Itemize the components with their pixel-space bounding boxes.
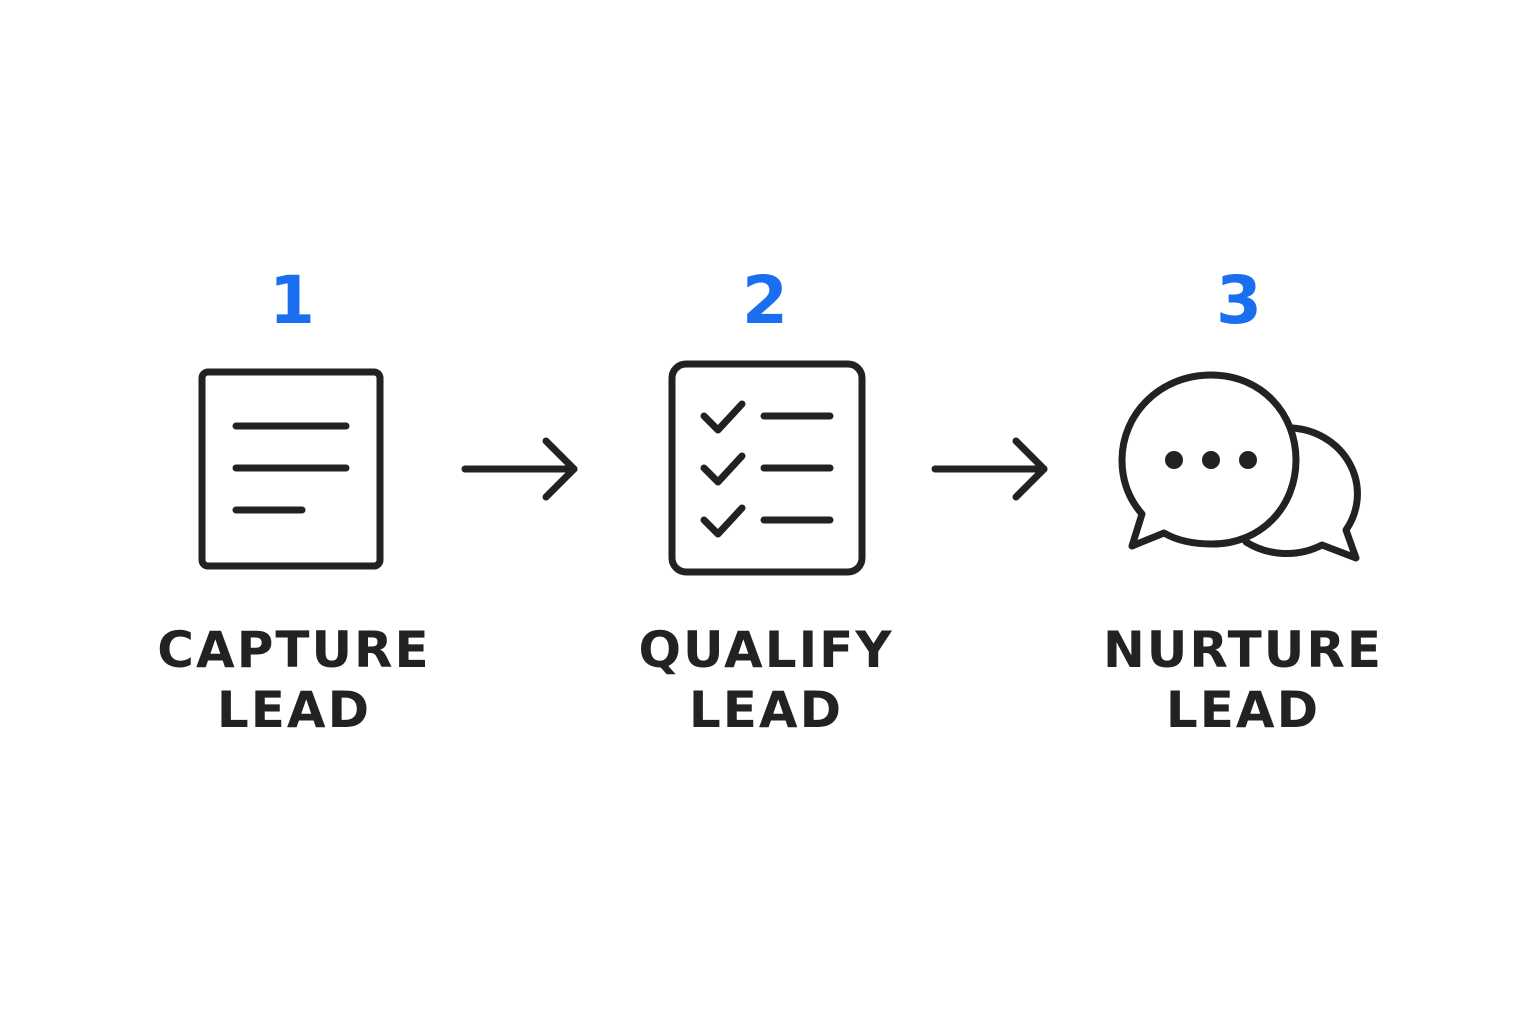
document-outline (198, 368, 384, 570)
chat-bubble-back (1242, 424, 1361, 562)
step-3-label: NURTURE LEAD (1073, 620, 1413, 740)
step-1-label-line2: LEAD (216, 681, 372, 739)
dot-icon (1202, 451, 1220, 469)
checklist-outline (668, 360, 866, 576)
document-icon (198, 368, 384, 570)
check-icon (700, 452, 746, 486)
check-icon (700, 504, 746, 538)
chat-bubbles-icon (1118, 371, 1361, 562)
step-1-number: 1 (269, 262, 315, 339)
arrow-right-icon (461, 437, 578, 501)
step-2-number: 2 (742, 262, 788, 339)
arrow-head (542, 437, 578, 501)
step-3-label-line2: LEAD (1165, 681, 1321, 739)
dot-icon (1239, 451, 1257, 469)
checklist-icon (668, 360, 866, 576)
step-2-label: QUALIFY LEAD (596, 620, 936, 740)
arrow-head (1012, 437, 1048, 501)
step-3-label-line1: NURTURE (1102, 621, 1384, 679)
dot-icon (1165, 451, 1183, 469)
step-3-number: 3 (1216, 262, 1262, 339)
check-icon (700, 400, 746, 434)
step-1-label-line1: CAPTURE (157, 621, 431, 679)
step-2-label-line1: QUALIFY (638, 621, 894, 679)
step-2-label-line2: LEAD (688, 681, 844, 739)
arrow-right-icon (931, 437, 1048, 501)
step-1-label: CAPTURE LEAD (124, 620, 464, 740)
